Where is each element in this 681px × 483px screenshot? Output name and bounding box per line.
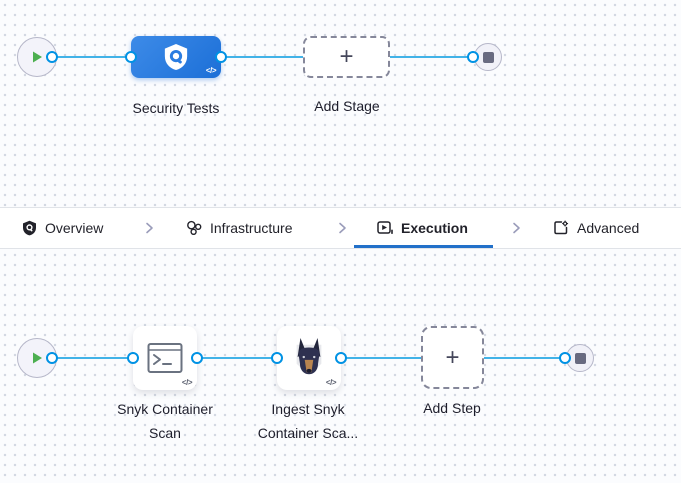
step-label-ingest-snyk[interactable]: Ingest Snyk Container Sca... [257,401,359,441]
play-icon [33,352,42,364]
step2-port-left[interactable] [271,352,283,364]
stage-connector-line [52,56,473,58]
stage-node-port-left[interactable] [125,51,137,63]
start-node-port[interactable] [46,352,58,364]
tab-execution[interactable]: Execution [377,208,468,248]
tab-overview[interactable]: Overview [22,208,103,248]
chevron-right-icon [513,222,520,234]
tab-advanced[interactable]: Advanced [553,208,639,248]
stage-node-security-tests[interactable]: </> [131,36,221,78]
step1-port-right[interactable] [191,352,203,364]
execution-end-node[interactable] [566,344,594,372]
start-node-port[interactable] [46,51,58,63]
step-node-snyk-container-scan[interactable]: </> [133,326,197,390]
advanced-gear-icon [554,220,569,235]
plus-icon: + [339,43,354,70]
chevron-right-icon [146,222,153,234]
stage-label[interactable]: Security Tests [132,100,220,116]
tab-label: Execution [401,220,468,236]
stop-icon [482,51,494,63]
end-node-port[interactable] [559,352,571,364]
add-stage-button[interactable]: + [303,36,390,78]
add-stage-label[interactable]: Add Stage [314,98,380,114]
execution-play-icon [377,220,393,234]
add-step-label[interactable]: Add Step [423,400,481,416]
step1-port-left[interactable] [127,352,139,364]
plus-icon: + [445,343,460,371]
step-node-ingest-snyk[interactable]: </> [277,326,341,390]
stop-icon [574,352,586,364]
step-label-snyk-container-scan[interactable]: Snyk Container Scan [117,401,213,441]
pipeline-end-node[interactable] [474,43,502,71]
security-shield-icon [164,44,188,70]
tab-label: Infrastructure [210,220,293,236]
active-tab-underline [354,245,493,248]
cluster-icon [187,220,202,236]
stage-config-tabbar: Overview Infrastructure Execution [0,207,681,249]
stage-node-port-right[interactable] [215,51,227,63]
snyk-dog-icon [296,338,322,376]
code-icon: </> [205,66,217,75]
shield-icon [23,220,36,236]
code-icon: </> [181,378,193,387]
terminal-icon [147,343,183,373]
code-icon: </> [325,378,337,387]
tab-infrastructure[interactable]: Infrastructure [186,208,292,248]
add-step-button[interactable]: + [421,326,484,389]
chevron-right-icon [339,222,346,234]
tab-label: Advanced [577,220,640,236]
end-node-port[interactable] [467,51,479,63]
play-icon [33,51,42,63]
step2-port-right[interactable] [335,352,347,364]
tab-label: Overview [45,220,104,236]
